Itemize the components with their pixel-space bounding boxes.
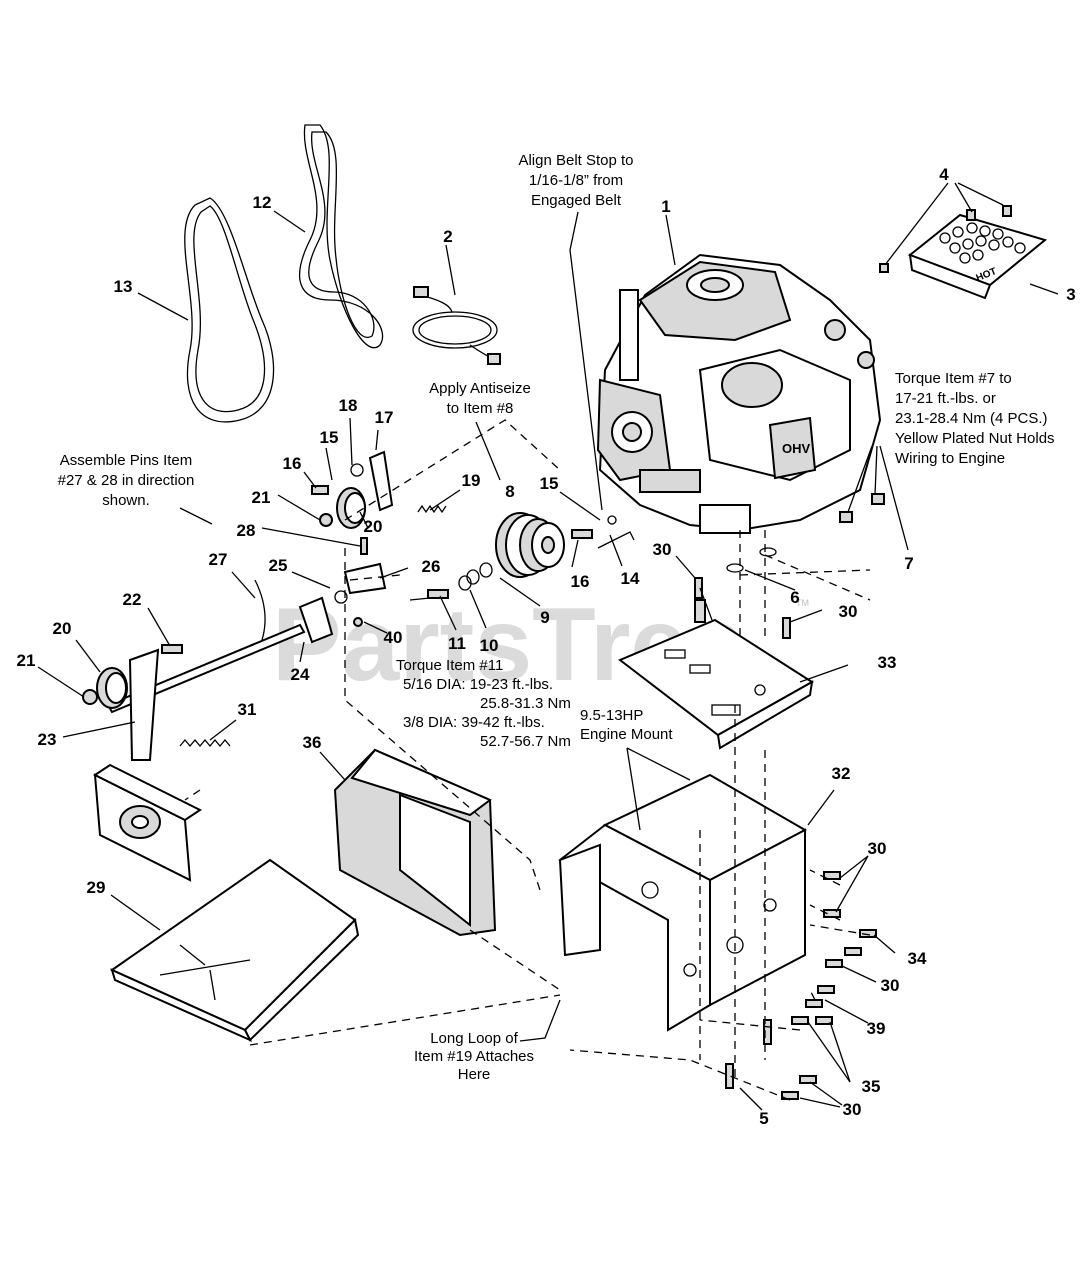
callout-34: 34 (908, 949, 927, 968)
svg-text:Wiring to Engine: Wiring to Engine (895, 450, 1005, 467)
svg-text:17-21 ft.-lbs. or: 17-21 ft.-lbs. or (895, 390, 996, 407)
note-align-belt: Align Belt Stop to 1/16-1/8” from Engage… (518, 152, 633, 209)
callout-33: 33 (878, 653, 897, 672)
callout-numbers: 1 2 3 4 5 6 7 8 9 10 11 12 13 14 15 15 1… (17, 165, 1076, 1128)
svg-text:Assemble Pins Item: Assemble Pins Item (60, 452, 193, 469)
belt-13 (184, 197, 275, 423)
callout-15a: 15 (320, 428, 339, 447)
callout-21a: 21 (252, 488, 271, 507)
svg-text:Yellow Plated Nut Holds: Yellow Plated Nut Holds (895, 430, 1055, 447)
callout-14: 14 (621, 569, 640, 588)
note-engine-mount: 9.5-13HP Engine Mount (580, 707, 673, 743)
svg-text:5/16 DIA: 19-23 ft.-lbs.: 5/16 DIA: 19-23 ft.-lbs. (403, 676, 553, 693)
engine-ohv-text: OHV (782, 441, 811, 456)
frame-32 (558, 773, 808, 1032)
svg-text:Long Loop of: Long Loop of (430, 1030, 518, 1047)
callout-31: 31 (238, 700, 257, 719)
callout-6: 6 (790, 588, 799, 607)
callout-18: 18 (339, 396, 358, 415)
callout-24: 24 (291, 665, 310, 684)
callout-30c: 30 (868, 839, 887, 858)
wiring-harness-2 (412, 286, 501, 365)
callout-20b: 20 (53, 619, 72, 638)
callout-17: 17 (375, 408, 394, 427)
note-torque-item-11: Torque Item #11 5/16 DIA: 19-23 ft.-lbs.… (396, 657, 571, 750)
bearing-bracket (93, 763, 202, 882)
note-torque-item-7: Torque Item #7 to 17-21 ft.-lbs. or 23.1… (895, 370, 1055, 467)
heat-shield-3: HOT (879, 205, 1048, 300)
callout-29: 29 (87, 878, 106, 897)
callout-15b: 15 (540, 474, 559, 493)
callout-19: 19 (462, 471, 481, 490)
svg-text:Apply Antiseize: Apply Antiseize (429, 380, 531, 397)
callout-3: 3 (1066, 285, 1075, 304)
note-antiseize: Apply Antiseize to Item #8 (429, 380, 531, 417)
callout-40: 40 (384, 628, 403, 647)
pulley-8 (427, 512, 565, 599)
callout-35: 35 (862, 1077, 881, 1096)
belt-guard-36 (333, 748, 497, 937)
svg-text:3/8 DIA: 39-42 ft.-lbs.: 3/8 DIA: 39-42 ft.-lbs. (403, 714, 545, 731)
engine-1: OHV (596, 253, 882, 534)
engine-mount-plate-33 (618, 599, 814, 750)
svg-text:Engaged Belt: Engaged Belt (531, 192, 622, 209)
callout-30b: 30 (839, 602, 858, 621)
svg-text:Item #19 Attaches: Item #19 Attaches (414, 1048, 534, 1065)
callout-28: 28 (237, 521, 256, 540)
callout-12: 12 (253, 193, 272, 212)
note-long-loop: Long Loop of Item #19 Attaches Here (414, 1030, 534, 1083)
svg-text:#27 & 28 in direction: #27 & 28 in direction (58, 472, 195, 489)
svg-text:Align Belt Stop to: Align Belt Stop to (518, 152, 633, 169)
callout-23: 23 (38, 730, 57, 749)
callout-8: 8 (505, 482, 514, 501)
svg-text:52.7-56.7 Nm: 52.7-56.7 Nm (480, 733, 571, 750)
svg-text:Here: Here (458, 1066, 491, 1083)
callout-7: 7 (904, 554, 913, 573)
callout-32: 32 (832, 764, 851, 783)
callout-22: 22 (123, 590, 142, 609)
svg-text:to Item #8: to Item #8 (447, 400, 514, 417)
callout-13: 13 (114, 277, 133, 296)
idler-assembly (311, 450, 447, 529)
svg-text:25.8-31.3 Nm: 25.8-31.3 Nm (480, 695, 571, 712)
watermark-trademark: TM (796, 598, 809, 608)
callout-30e: 30 (843, 1100, 862, 1119)
callout-4: 4 (939, 165, 949, 184)
callout-25: 25 (269, 556, 288, 575)
svg-text:shown.: shown. (102, 492, 150, 509)
svg-text:Engine Mount: Engine Mount (580, 726, 673, 743)
svg-text:23.1-28.4 Nm (4 PCS.): 23.1-28.4 Nm (4 PCS.) (895, 410, 1048, 427)
svg-text:Torque Item #11: Torque Item #11 (396, 657, 503, 674)
assembly-lines (184, 419, 871, 1101)
fasteners (571, 493, 885, 1100)
svg-text:1/16-1/8” from: 1/16-1/8” from (529, 172, 623, 189)
callout-16b: 16 (571, 572, 590, 591)
callout-39: 39 (867, 1019, 886, 1038)
callout-1: 1 (661, 197, 670, 216)
callout-20a: 20 (364, 517, 383, 536)
callout-2: 2 (443, 227, 452, 246)
drive-shaft-23 (82, 623, 306, 761)
leader-lines (37, 182, 1059, 1111)
belt-12 (299, 124, 384, 349)
callout-9: 9 (540, 608, 549, 627)
callout-30a: 30 (653, 540, 672, 559)
callout-26: 26 (422, 557, 441, 576)
note-assemble-pins: Assemble Pins Item #27 & 28 in direction… (58, 452, 195, 509)
callout-5: 5 (759, 1109, 768, 1128)
callout-11: 11 (448, 634, 466, 653)
callout-30d: 30 (881, 976, 900, 995)
svg-text:Torque Item #7 to: Torque Item #7 to (895, 370, 1012, 387)
callout-16a: 16 (283, 454, 302, 473)
callout-27: 27 (209, 550, 228, 569)
bottom-plate-29 (109, 858, 360, 1043)
callout-36: 36 (303, 733, 322, 752)
svg-text:9.5-13HP: 9.5-13HP (580, 707, 643, 724)
callout-10: 10 (480, 636, 499, 655)
callout-21b: 21 (17, 651, 36, 670)
